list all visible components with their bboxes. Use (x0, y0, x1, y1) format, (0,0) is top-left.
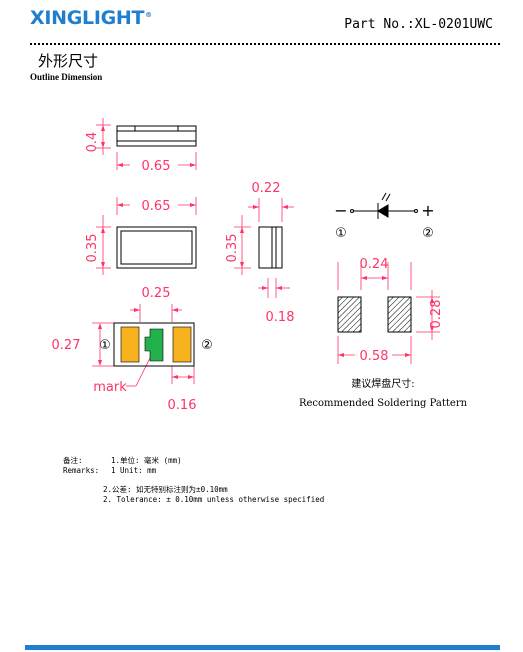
diode-symbol (350, 192, 418, 219)
remarks-block: 备注: 1.单位: 毫米 (mm) Remarks: 1 Unit: mm (63, 456, 182, 476)
registered-mark: ® (145, 10, 152, 19)
footer-bar (25, 645, 500, 650)
solder-pad-left (337, 296, 362, 333)
rec-title-en: Recommended Soldering Pattern (299, 398, 468, 409)
pad-right (172, 326, 192, 363)
brand-logo: XINGLIGHT® (30, 7, 152, 29)
pad-left (120, 326, 140, 363)
brand-name: XINGLIGHT (30, 7, 145, 29)
dim-top-height: 0.4 (85, 132, 100, 153)
pad-width: 0.24 (360, 257, 389, 272)
dim-bottom-height: 0.27 (52, 338, 81, 353)
pad-span: 0.58 (360, 349, 389, 364)
symbol-plus: + (421, 201, 434, 220)
section-title-cn: 外形尺寸 (38, 52, 99, 70)
header-divider (30, 43, 500, 45)
dim-bottom-pad: 0.16 (168, 398, 197, 413)
remark-1-cn: 1.单位: 毫米 (mm) (111, 456, 182, 465)
side-view (258, 226, 283, 269)
outline-drawing: 0.4 0.65 0.65 0.35 0.22 0.35 0.18 0.25 0… (52, 118, 468, 413)
dim-side-height: 0.35 (225, 234, 240, 263)
symbol-pin1: ① (335, 226, 347, 241)
top-view (116, 125, 197, 147)
front-view (116, 226, 197, 269)
symbol-minus: − (334, 201, 347, 220)
pin2-label: ② (201, 338, 213, 353)
tolerance-block: 2.公差: 如无特别标注则为±0.10mm 2. Tolerance: ± 0.… (103, 485, 324, 505)
mark-label: mark (93, 380, 127, 395)
solder-pad-right (387, 296, 412, 333)
polarity-mark (144, 328, 164, 362)
symbol-pin2: ② (422, 226, 434, 241)
section-title-en: Outline Dimension (30, 72, 103, 82)
pin1-label: ① (99, 338, 111, 353)
dim-bottom-gap: 0.25 (142, 286, 171, 301)
remark-1-en: 1 Unit: mm (111, 466, 157, 475)
dim-front-length: 0.65 (142, 199, 171, 214)
remarks-label-cn: 备注: (63, 456, 83, 465)
remarks-label-en: Remarks: (63, 466, 100, 475)
dim-top-length: 0.65 (142, 159, 171, 174)
dim-front-height: 0.35 (85, 234, 100, 263)
pad-height: 0.28 (429, 300, 444, 329)
remark-2-en: 2. Tolerance: ± 0.10mm unless otherwise … (103, 495, 325, 504)
dim-side-bottom: 0.18 (266, 310, 295, 325)
remark-2-cn: 2.公差: 如无特别标注则为±0.10mm (103, 485, 228, 494)
part-number: Part No.:XL-0201UWC (344, 17, 493, 32)
bottom-view (113, 322, 195, 367)
dim-side-width: 0.22 (252, 181, 281, 196)
rec-title-cn: 建议焊盘尺寸: (351, 377, 414, 390)
